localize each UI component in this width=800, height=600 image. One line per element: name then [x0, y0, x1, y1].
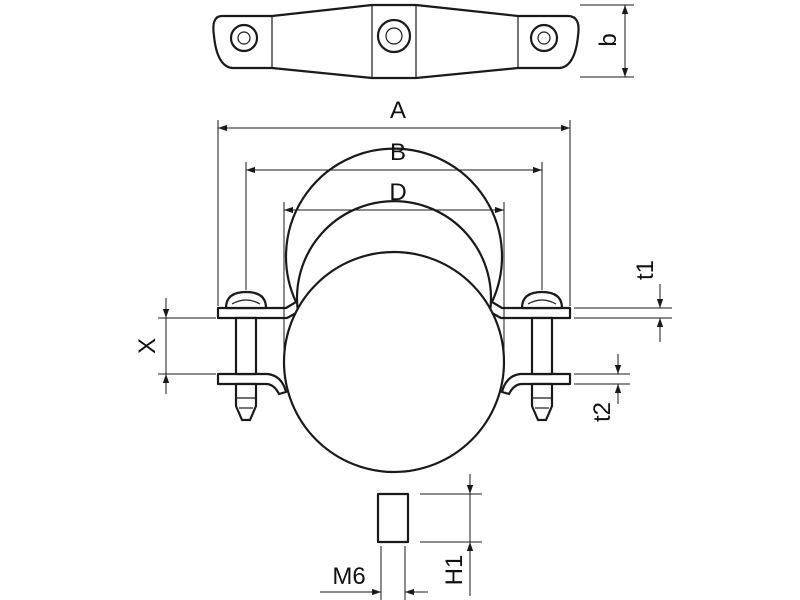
dimension-b-upper-label: B — [390, 139, 406, 166]
dimension-x: X — [134, 298, 216, 394]
dimension-h1: H1 — [420, 474, 482, 596]
left-screw-hole-icon — [229, 23, 259, 53]
dimension-b-label: b — [595, 33, 622, 46]
top-view — [212, 3, 580, 80]
threaded-socket — [376, 492, 410, 544]
right-screw-hole-inner-icon — [537, 31, 551, 45]
dimension-a-label: A — [390, 97, 406, 124]
dimension-h1-label: H1 — [441, 555, 468, 586]
dimension-t1: t1 — [574, 260, 672, 342]
clamp-band — [216, 147, 572, 320]
right-screw — [520, 290, 564, 422]
center-nut-inner-icon — [385, 27, 403, 45]
dimension-m6: M6 — [320, 546, 428, 600]
dimension-a: A — [217, 97, 571, 306]
dimension-b-upper: B — [245, 139, 543, 290]
dimension-t2-label: t2 — [589, 402, 616, 422]
dimension-t2: t2 — [574, 354, 630, 422]
right-screw-hole-icon — [529, 23, 559, 53]
center-nut-icon — [376, 18, 412, 54]
left-screw — [224, 290, 268, 422]
dimension-d: D — [283, 179, 505, 362]
left-screw-hole-inner-icon — [237, 31, 251, 45]
dimension-d-label: D — [389, 179, 406, 206]
dimension-m6-label: M6 — [332, 563, 365, 590]
dimension-t1-label: t1 — [632, 260, 659, 280]
front-view — [216, 147, 572, 544]
dimension-b: b — [580, 4, 634, 78]
pipe-circle — [282, 250, 506, 474]
dimension-x-label: X — [134, 338, 161, 354]
